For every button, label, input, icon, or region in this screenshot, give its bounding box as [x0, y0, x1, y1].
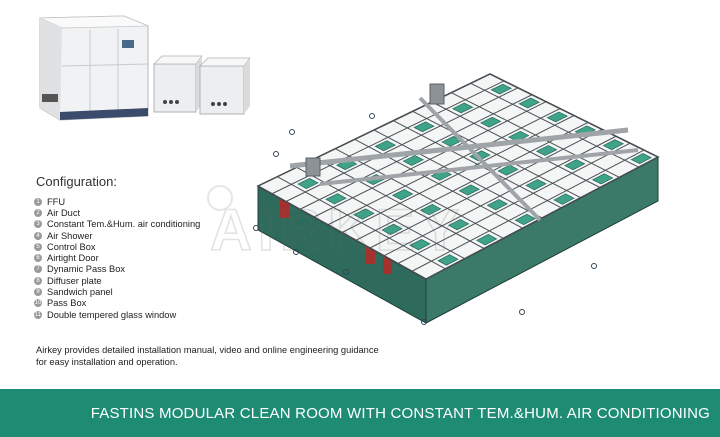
ffu-unit: [420, 204, 442, 216]
config-item-label: Air Shower: [47, 230, 93, 241]
config-item-number: 7: [34, 265, 42, 274]
airkey-watermark: AIRKEY: [207, 185, 465, 260]
config-item-number: 11: [34, 310, 42, 319]
config-item-number: 4: [34, 231, 42, 240]
ffu-unit: [536, 145, 558, 156]
ffu-unit: [514, 213, 536, 226]
config-item-label: Airtight Door: [47, 253, 99, 264]
indoor-ac-unit: [39, 15, 149, 121]
config-item: 10 Pass Box: [34, 298, 200, 309]
config-item-number: 2: [34, 208, 42, 217]
ffu-unit: [381, 223, 403, 235]
config-item-label: Diffuser plate: [47, 275, 102, 286]
air-ducts: [289, 83, 639, 222]
ffu-unit: [497, 164, 519, 176]
ffu-unit: [469, 150, 491, 162]
ffu-unit: [525, 179, 547, 191]
config-item-number: 3: [34, 220, 42, 229]
ffu-unit: [402, 155, 424, 166]
svg-text:AIRKEY: AIRKEY: [210, 198, 465, 260]
ffu-unit: [630, 153, 652, 165]
ffu-unit: [480, 116, 502, 128]
config-item-label: Control Box: [47, 241, 96, 252]
ac-units-illustration: [39, 15, 251, 121]
install-note-line-2: for easy installation and operation.: [36, 356, 178, 367]
airtight-door: [280, 198, 289, 218]
ffu-unit: [409, 239, 431, 251]
config-item: 6 Airtight Door: [34, 252, 200, 263]
config-item: 4 Air Shower: [34, 230, 200, 241]
config-item: 1 FFU: [34, 196, 200, 207]
config-list: 1 FFU 2 Air Duct 3 Constant Tem.&Hum. air con…: [34, 196, 200, 320]
room-walls: [257, 156, 659, 324]
ffu-unit: [353, 208, 375, 220]
config-item-label: FFU: [47, 196, 66, 207]
config-item: 5 Control Box: [34, 241, 200, 252]
config-title: Configuration:: [36, 174, 117, 189]
ffu-units: [297, 83, 652, 266]
config-item: 9 Sandwich panel: [34, 286, 200, 297]
config-item-number: 9: [34, 288, 42, 297]
config-item-label: Double tempered glass window: [47, 309, 177, 320]
config-item: 3 Constant Tem.&Hum. air conditioning: [34, 219, 200, 230]
footer-banner: FASTINS MODULAR CLEAN ROOM WITH CONSTANT…: [0, 389, 720, 437]
ffu-unit: [564, 159, 586, 171]
ffu-unit: [546, 111, 568, 123]
config-item-number: 10: [34, 299, 42, 308]
ffu-unit: [592, 173, 614, 185]
install-note: Airkey provides detailed installation ma…: [36, 345, 416, 368]
install-note-line-1: Airkey provides detailed installation ma…: [36, 345, 379, 355]
ffu-unit: [452, 102, 474, 114]
ffu-unit: [476, 234, 498, 246]
config-item-number: 1: [34, 197, 42, 206]
config-item-label: Air Duct: [47, 207, 81, 218]
outdoor-unit-1: [153, 55, 203, 113]
airtight-door: [366, 244, 375, 264]
ffu-unit: [518, 97, 540, 109]
config-item-label: Sandwich panel: [47, 287, 113, 298]
ffu-unit: [392, 189, 414, 201]
ffu-unit: [486, 199, 508, 211]
ffu-unit: [602, 139, 624, 151]
config-item-label: Constant Tem.&Hum. air conditioning: [47, 219, 201, 230]
ffu-unit: [553, 193, 575, 205]
config-item-number: 5: [34, 242, 42, 251]
config-item: 11 Double tempered glass window: [34, 309, 200, 320]
banner-title: FASTINS MODULAR CLEAN ROOM WITH CONSTANT…: [90, 405, 710, 422]
callout-markers: [253, 113, 597, 325]
config-item: 8 Diffuser plate: [34, 275, 200, 286]
config-item-number: 8: [34, 276, 42, 285]
outdoor-unit-2: [199, 57, 251, 115]
clean-room-diagram: [253, 73, 660, 325]
config-item-label: Dynamic Pass Box: [47, 264, 126, 275]
ffu-unit: [458, 184, 480, 196]
config-item-number: 6: [34, 254, 42, 263]
ffu-unit: [374, 140, 396, 152]
ffu-unit: [490, 83, 512, 95]
ffu-unit: [297, 177, 319, 189]
airtight-door: [383, 254, 392, 274]
config-item: 7 Dynamic Pass Box: [34, 264, 200, 275]
ffu-unit: [437, 254, 459, 266]
config-item-label: Pass Box: [47, 298, 87, 309]
ffu-unit: [325, 193, 347, 205]
ffu-unit: [448, 219, 470, 231]
config-item: 2 Air Duct: [34, 207, 200, 218]
ffu-unit: [413, 121, 435, 133]
